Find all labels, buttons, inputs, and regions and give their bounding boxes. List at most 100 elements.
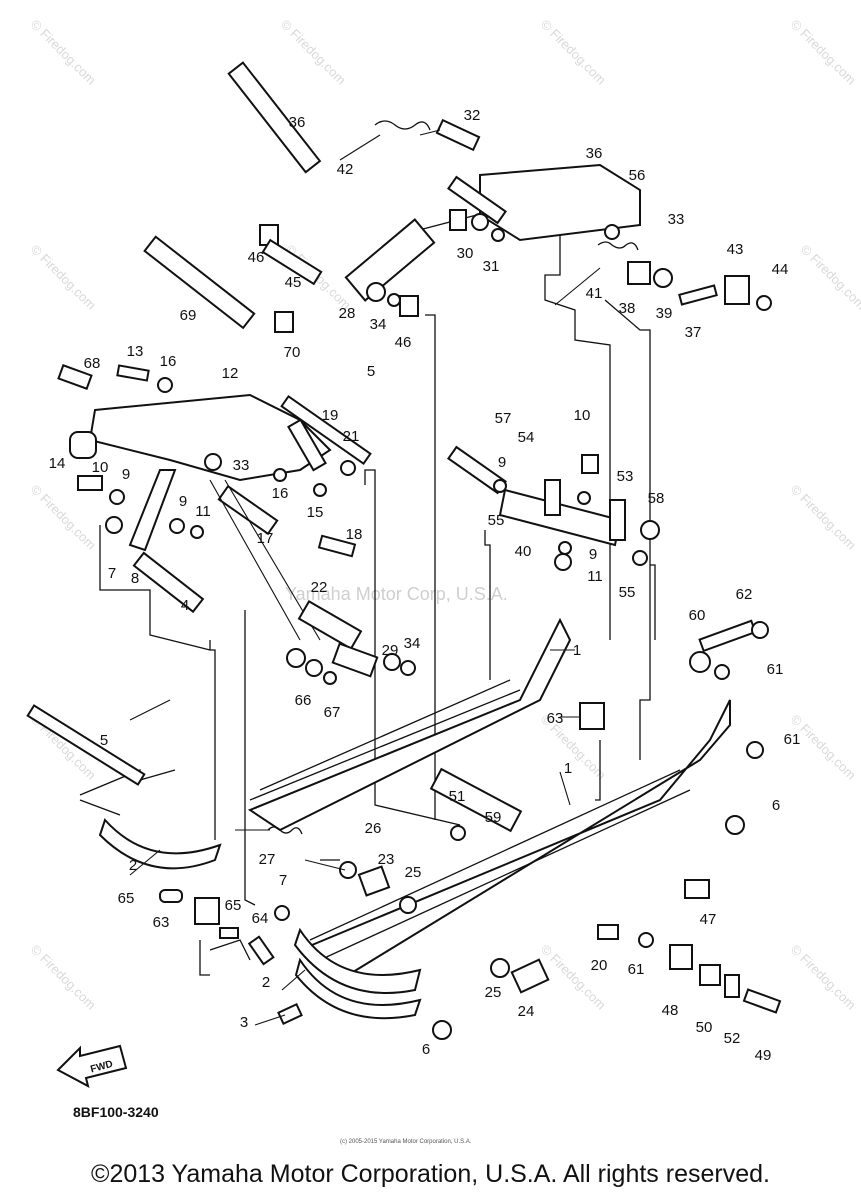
callout-64: 64: [252, 910, 269, 927]
nut-11b: [554, 553, 572, 571]
callout-53: 53: [617, 468, 634, 485]
collar-39: [653, 268, 673, 288]
watermark-tr2: © Firedog.com: [788, 17, 859, 88]
callout-4: 4: [181, 597, 189, 614]
washer-9d: [577, 491, 591, 505]
callout-44: 44: [772, 261, 789, 278]
callout-1: 1: [564, 760, 572, 777]
clip-26: [339, 861, 357, 879]
callout-16: 16: [160, 353, 177, 370]
bushing-48: [669, 944, 693, 970]
callout-65: 65: [225, 897, 242, 914]
callout-68: 68: [84, 355, 101, 372]
washer-61b: [746, 741, 764, 759]
copyright-notice: ©2013 Yamaha Motor Corporation, U.S.A. A…: [91, 1160, 770, 1188]
collar-9c: [493, 479, 507, 493]
front-arm-12: [88, 393, 332, 482]
washer-9e: [558, 541, 572, 555]
callout-62: 62: [736, 586, 753, 603]
nut-58: [640, 520, 660, 540]
bushing-38: [627, 261, 651, 285]
callout-1: 1: [573, 642, 581, 659]
callout-2: 2: [129, 857, 137, 874]
collar-30: [471, 213, 489, 231]
callout-31: 31: [483, 258, 500, 275]
shaft-17: [217, 484, 279, 536]
block-63: [579, 702, 605, 730]
collar-55: [632, 550, 648, 566]
washer-9b: [169, 518, 185, 534]
callout-22: 22: [311, 579, 328, 596]
callout-61: 61: [628, 961, 645, 978]
callout-29: 29: [382, 642, 399, 659]
clip-15: [313, 483, 327, 497]
callout-12: 12: [222, 365, 239, 382]
rod-connector: [209, 479, 301, 641]
washer-9: [109, 489, 125, 505]
collar-24: [510, 958, 550, 994]
callout-2: 2: [262, 974, 270, 991]
callout-5: 5: [100, 732, 108, 749]
bolt-10: [77, 475, 103, 491]
nut-6b: [432, 1020, 452, 1040]
washer-51: [450, 825, 466, 841]
shaft-4: [132, 551, 205, 614]
callout-25: 25: [405, 864, 422, 881]
rail-1-left-edge2: [259, 679, 511, 791]
collar-34c: [400, 660, 416, 676]
nut-62: [751, 621, 769, 639]
shaft-69: [143, 235, 256, 330]
collar-31: [491, 228, 505, 242]
rail-1-right: [298, 699, 731, 982]
callout-63: 63: [153, 914, 170, 931]
center-watermark: Yamaha Motor Corp, U.S.A.: [285, 584, 508, 604]
rear-upper-arm: [227, 61, 772, 311]
callout-16: 16: [272, 485, 289, 502]
callout-66: 66: [295, 692, 312, 709]
callout-48: 48: [662, 1002, 679, 1019]
callout-6: 6: [772, 797, 780, 814]
bolt-60: [698, 619, 757, 653]
callout-46: 46: [395, 334, 412, 351]
watermark-m4: © Firedog.com: [538, 942, 609, 1013]
callout-14: 14: [49, 455, 66, 472]
callout-59: 59: [485, 809, 502, 826]
callout-33: 33: [233, 457, 250, 474]
callout-50: 50: [696, 1019, 713, 1036]
bolt-20: [597, 924, 619, 940]
callout-32: 32: [464, 107, 481, 124]
stopper-bracket-group: [447, 445, 660, 571]
link-8: [128, 469, 177, 552]
screw-3: [277, 1003, 303, 1025]
callout-11: 11: [195, 503, 211, 520]
bolt-47: [684, 879, 710, 899]
rail-1-right-edge: [309, 769, 681, 941]
bolt-68: [57, 364, 93, 390]
collar-7b: [274, 905, 290, 921]
collar-33b: [204, 453, 222, 471]
callout-55: 55: [619, 584, 636, 601]
callout-36: 36: [586, 145, 603, 162]
shaft-59: [429, 767, 523, 833]
washer-66: [305, 659, 323, 677]
bolt-5-top: [280, 395, 372, 465]
callout-42: 42: [337, 161, 354, 178]
callout-61: 61: [784, 731, 801, 748]
nut-11: [190, 525, 204, 539]
callout-38: 38: [619, 300, 636, 317]
callout-11: 11: [587, 568, 603, 585]
collar-50: [699, 964, 721, 986]
bushing-29: [331, 642, 379, 678]
bolt-49: [742, 988, 782, 1014]
rail-1-left-edge: [249, 689, 521, 801]
callout-21: 21: [343, 428, 360, 445]
spring-27: [267, 826, 303, 835]
callout-28: 28: [339, 305, 356, 322]
callout-9: 9: [122, 466, 130, 483]
block-63b: [194, 897, 220, 925]
watermark-r2: © Firedog.com: [788, 482, 859, 553]
collar-7: [105, 516, 123, 534]
callout-15: 15: [307, 504, 324, 521]
